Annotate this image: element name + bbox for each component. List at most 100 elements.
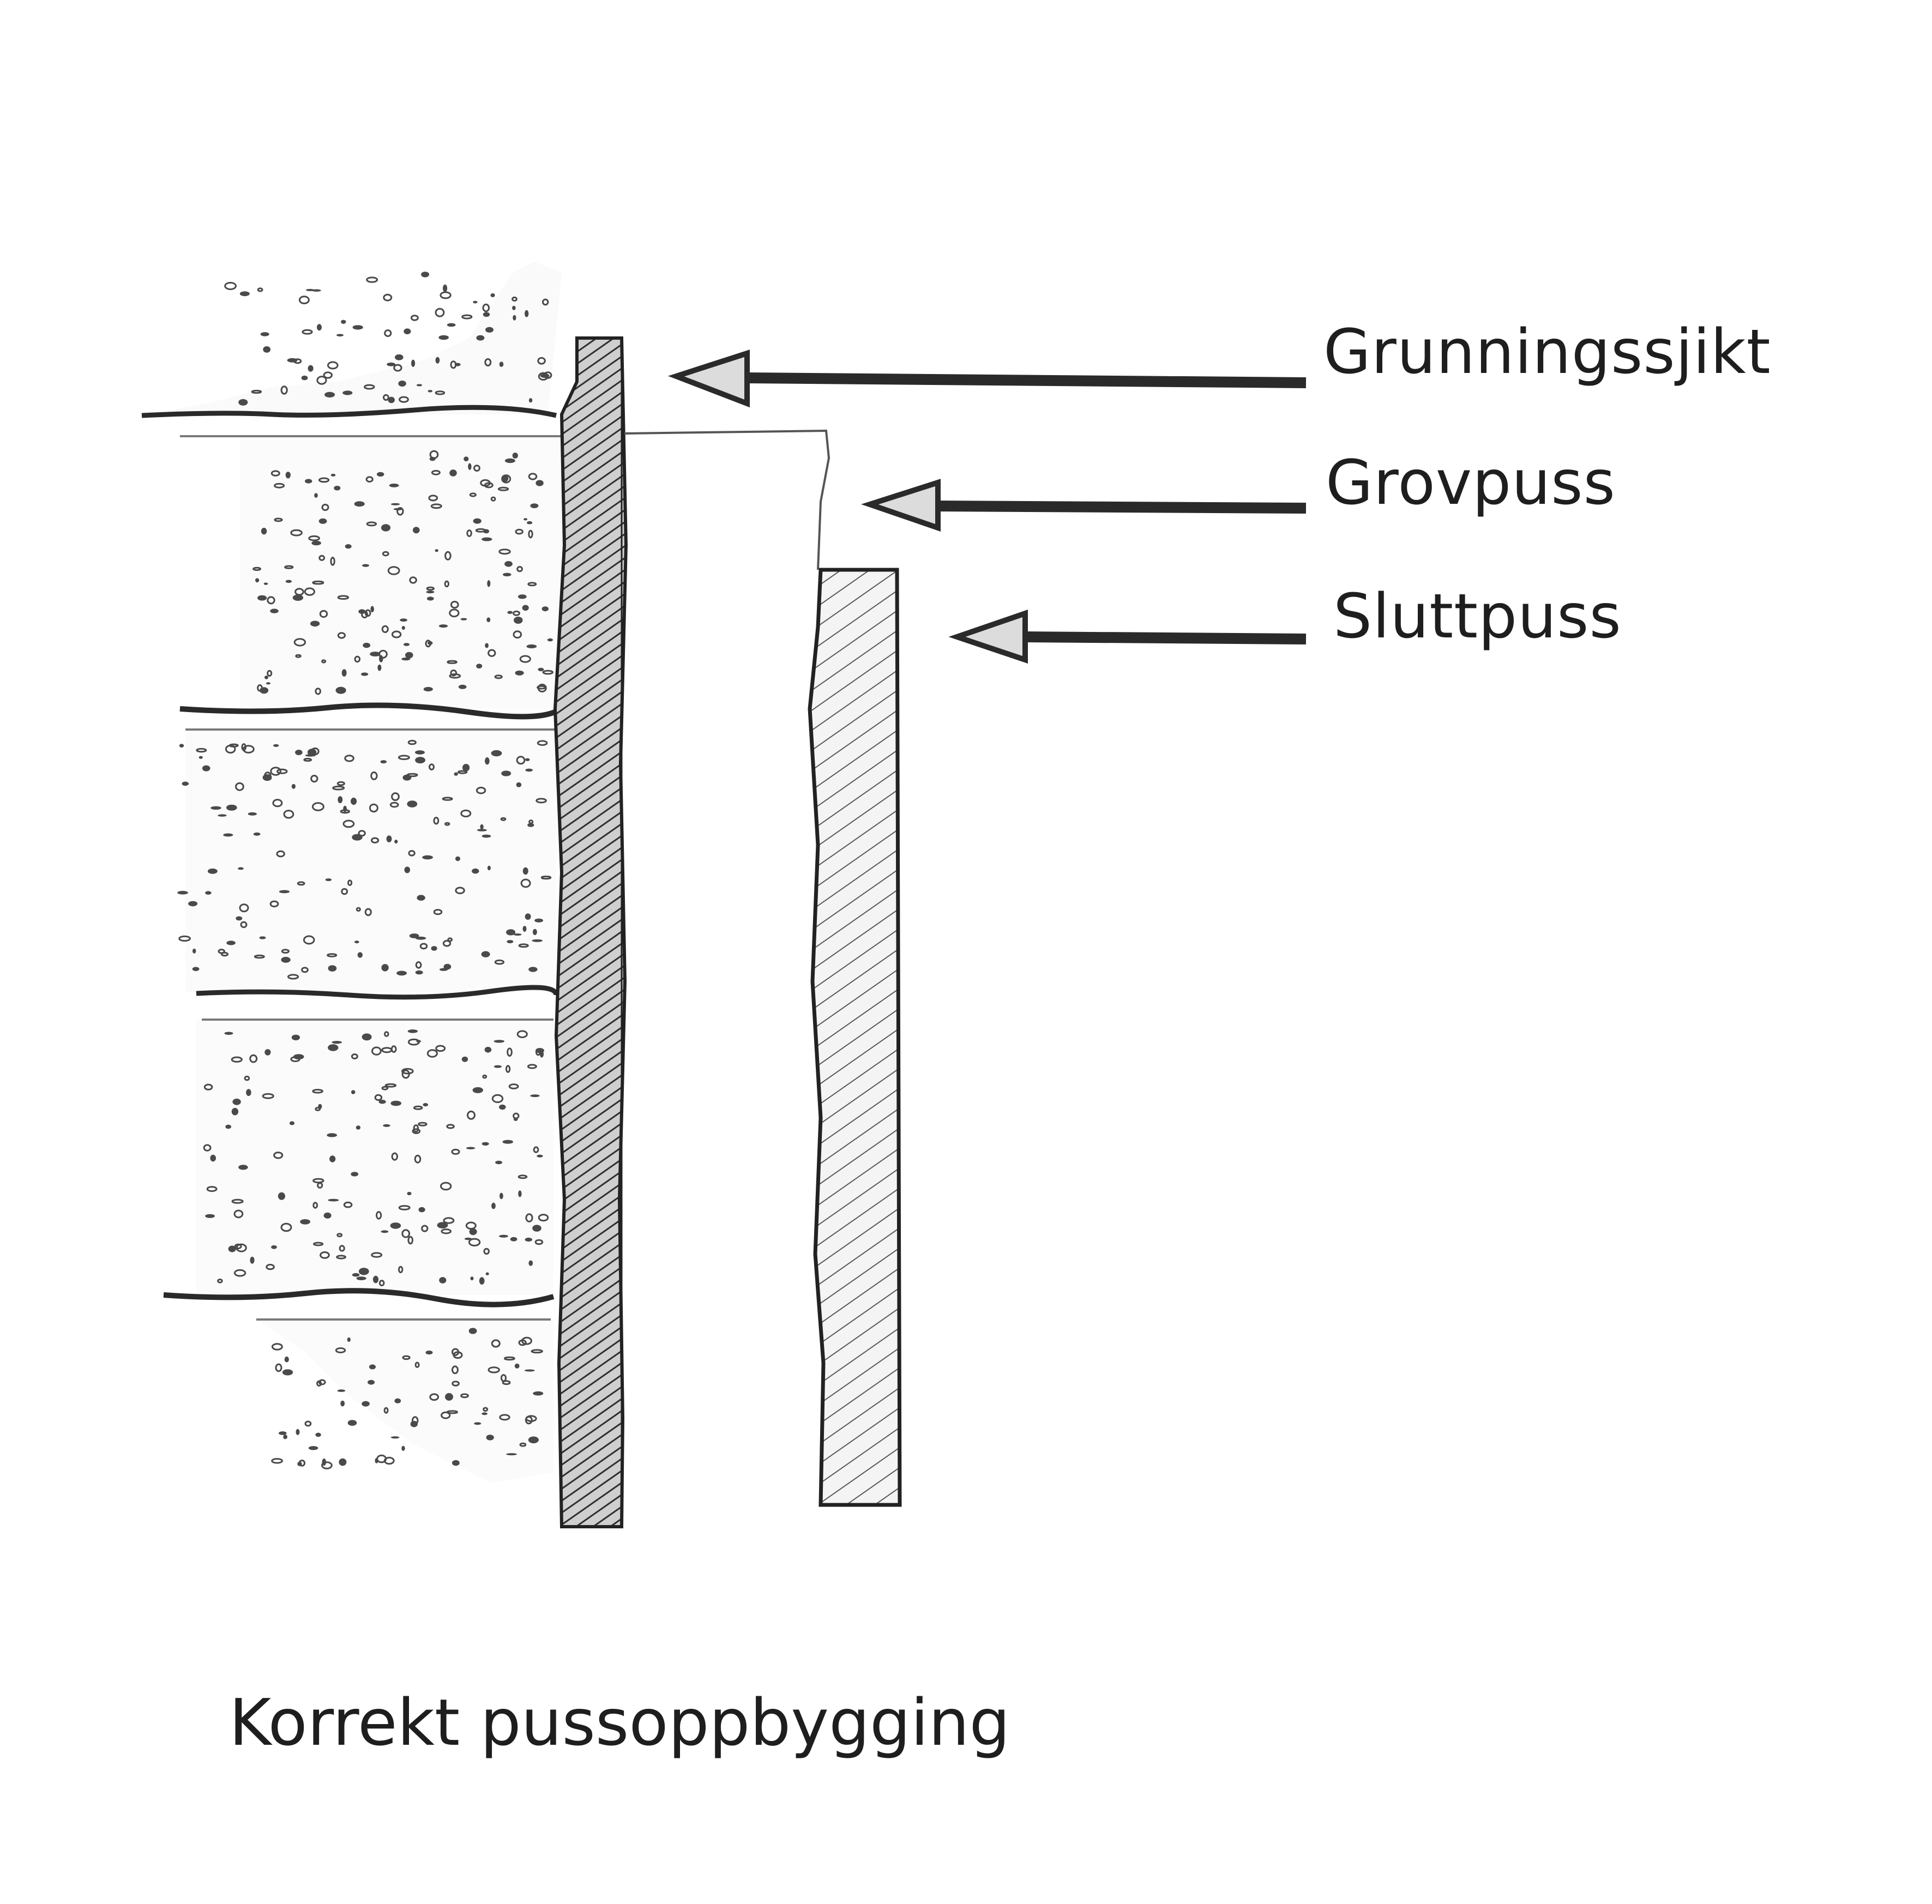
stipple-dot	[225, 1124, 232, 1129]
stipple-dot	[220, 951, 229, 957]
stipple-dot	[443, 284, 448, 292]
stipple-dot	[266, 682, 271, 685]
stipple-dot	[444, 580, 449, 588]
stipple-dot	[408, 850, 416, 857]
stipple-dot	[203, 1144, 212, 1152]
stipple-dot	[363, 642, 371, 648]
stipple-dot	[274, 517, 283, 522]
stipple-dot	[371, 1046, 382, 1056]
stipple-dot	[374, 1094, 383, 1101]
stipple-dot	[469, 1228, 477, 1236]
stipple-dot	[344, 755, 354, 762]
stipple-dot	[381, 625, 389, 634]
stipple-dot	[537, 740, 548, 746]
stipple-dot	[262, 1093, 274, 1099]
stipple-dot	[206, 1186, 218, 1192]
stipple-dot	[514, 1363, 520, 1369]
stipple-dot	[354, 941, 359, 944]
stipple-dot	[403, 643, 410, 646]
stipple-dot	[364, 609, 371, 617]
stipple-dot	[391, 630, 402, 638]
stipple-dot	[280, 1222, 292, 1232]
stipple-dot	[323, 1212, 332, 1219]
stipple-dot	[325, 878, 332, 881]
stipple-dot	[526, 644, 537, 649]
stipple-dot	[303, 935, 315, 945]
stipple-dot	[516, 756, 526, 765]
stipple-dot	[224, 1032, 233, 1035]
stipple-dot	[304, 587, 316, 596]
stipple-dot	[401, 626, 405, 630]
masonry-wall	[141, 262, 564, 1483]
stipple-dot	[281, 949, 290, 954]
stipple-dot	[405, 652, 413, 659]
stipple-dot	[516, 782, 522, 787]
stipple-dot	[443, 963, 452, 970]
stipple-dot	[178, 935, 191, 942]
stipple-dot	[423, 1103, 429, 1107]
stipple-dot	[251, 389, 262, 394]
base-coat-layer	[624, 429, 830, 570]
stipple-dot	[301, 375, 308, 381]
stipple-dot	[525, 1237, 533, 1242]
stipple-dot	[415, 757, 425, 764]
stipple-dot	[207, 868, 218, 874]
stipple-dot	[238, 867, 244, 870]
stipple-dot	[259, 936, 266, 939]
stipple-dot	[482, 1412, 487, 1415]
stipple-dot	[196, 748, 207, 753]
stipple-dot	[308, 365, 314, 372]
stipple-dot	[279, 1431, 287, 1435]
stipple-dot	[547, 638, 553, 642]
stipple-dot	[290, 529, 303, 537]
stipple-dot	[423, 686, 433, 692]
stipple-dot	[439, 1277, 447, 1284]
stipple-dot	[486, 1435, 494, 1441]
stipple-dot	[522, 867, 528, 875]
stipple-dot	[417, 895, 425, 901]
stipple-dot	[528, 529, 533, 539]
stipple-dot	[440, 291, 452, 299]
stipple-dot	[520, 878, 531, 888]
stipple-dot	[425, 1351, 433, 1355]
stipple-dot	[480, 824, 484, 829]
stipple-dot	[413, 1124, 419, 1133]
stipple-dot	[528, 1260, 533, 1266]
stipple-dot	[369, 1364, 376, 1370]
stipple-dot	[435, 549, 438, 552]
stipple-dot	[317, 324, 322, 331]
stipple-dot	[242, 745, 255, 754]
stipple-dot	[499, 1234, 508, 1238]
masonry-block-1	[240, 436, 562, 709]
stipple-dot	[202, 765, 210, 772]
stipple-dot	[457, 770, 468, 774]
stipple-dot	[321, 1461, 333, 1469]
stipple-dot	[248, 812, 257, 816]
stipple-dot	[464, 456, 469, 462]
stipple-dot	[521, 1336, 532, 1345]
stipple-dot	[532, 939, 543, 942]
stipple-dot	[535, 1049, 541, 1056]
stipple-dot	[352, 325, 363, 330]
stipple-dot	[505, 1065, 511, 1073]
stipple-dot	[384, 1083, 397, 1088]
stipple-dot	[473, 300, 478, 304]
stipple-dot	[500, 817, 507, 821]
stipple-dot	[352, 1273, 360, 1277]
stipple-dot	[267, 596, 275, 605]
stipple-dot	[310, 620, 320, 627]
stipple-dot	[384, 329, 392, 338]
stipple-dot	[411, 359, 416, 367]
stipple-dot	[351, 797, 357, 805]
stipple-dot	[516, 1030, 528, 1038]
stipple-dot	[414, 1361, 420, 1368]
stipple-dot	[519, 655, 531, 663]
stipple-dot	[473, 465, 480, 472]
stipple-dot	[301, 967, 309, 973]
stipple-dot	[381, 524, 391, 532]
stipple-dot	[481, 951, 490, 957]
stipple-dot	[345, 544, 352, 549]
stipple-dot	[364, 908, 372, 917]
stipple-dot	[433, 909, 443, 915]
stipple-dot	[270, 470, 280, 477]
